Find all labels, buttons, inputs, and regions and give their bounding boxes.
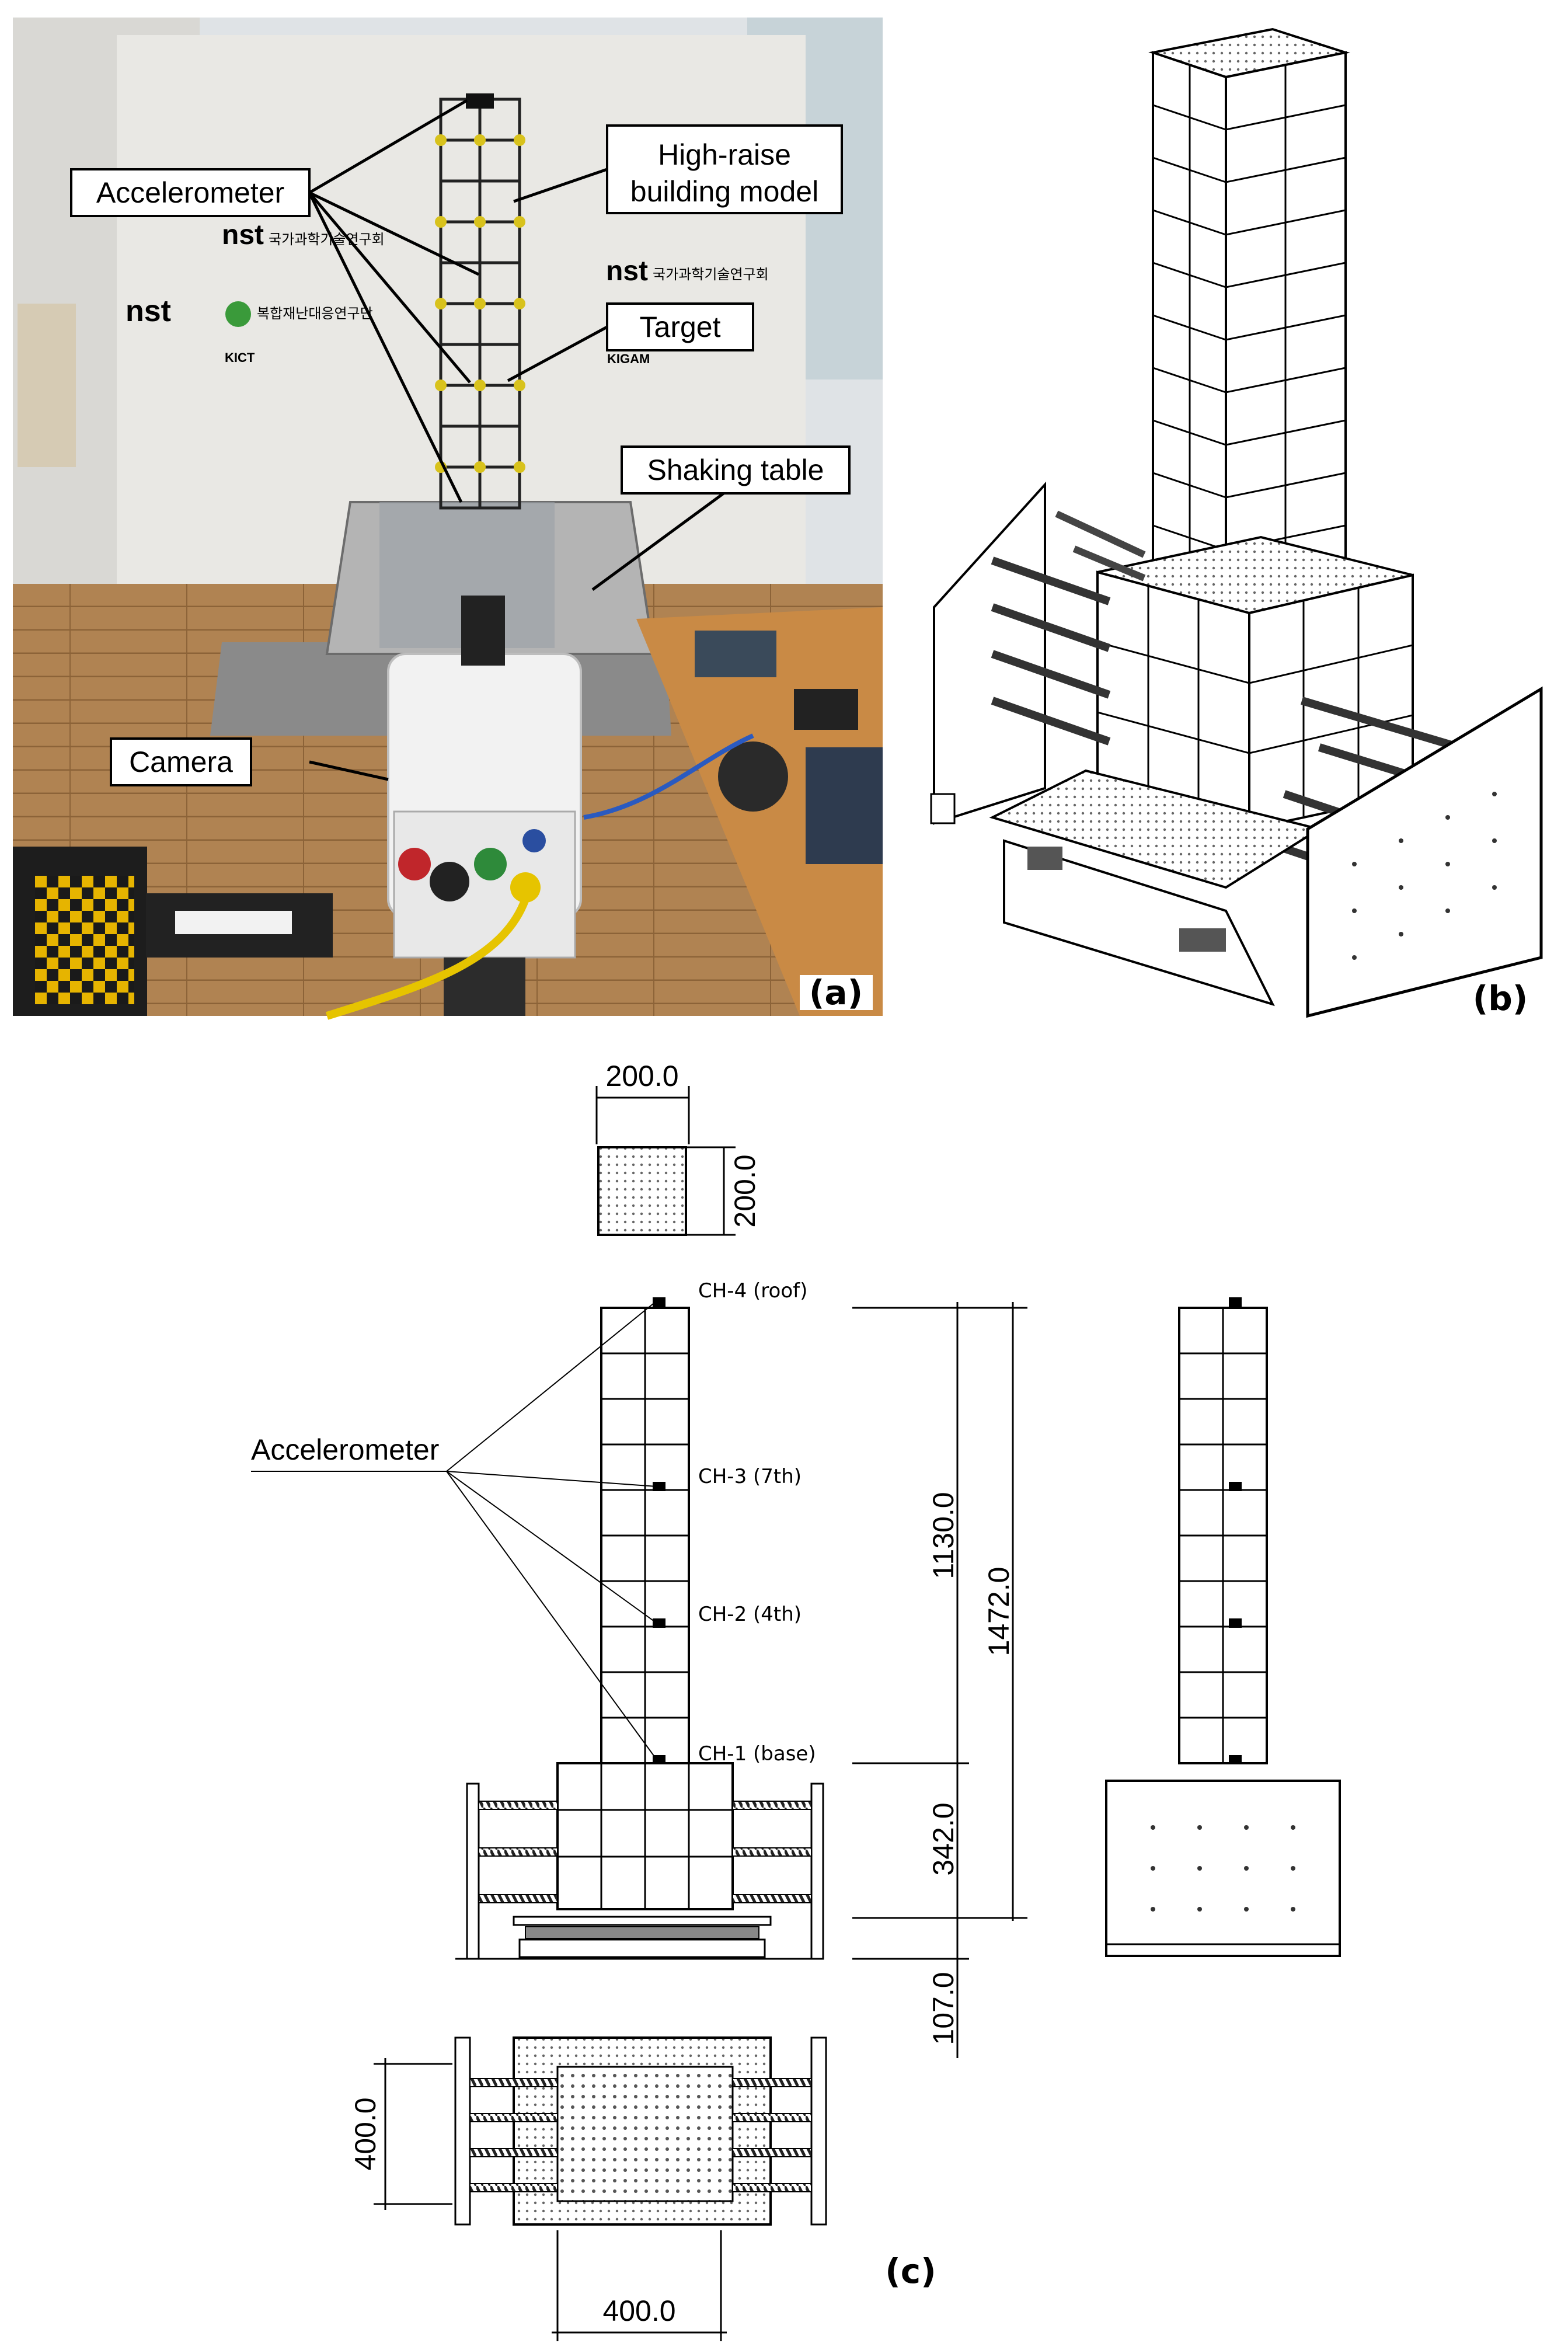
roof-accelerometer bbox=[466, 93, 494, 109]
table-electronics-1 bbox=[1027, 847, 1062, 870]
dim-plan-depth: 400.0 bbox=[349, 2097, 382, 2170]
callout-shaking-table: Shaking table bbox=[647, 454, 824, 486]
top-plan-square bbox=[597, 1146, 687, 1236]
dim-top-depth: 200.0 bbox=[729, 1154, 761, 1227]
ch3-label: CH-3 (7th) bbox=[698, 1465, 802, 1488]
camera-connector-black bbox=[430, 862, 469, 901]
banner-center-logo: nst bbox=[222, 220, 264, 250]
dim-upper-height: 1130.0 bbox=[927, 1492, 960, 1579]
panel-a-label-bg bbox=[800, 975, 873, 1010]
table-lower-frame bbox=[1003, 839, 1275, 1007]
plan-center-block bbox=[556, 2066, 734, 2202]
accelerometer-label-c: Accelerometer bbox=[251, 1433, 439, 1466]
tower-joints bbox=[435, 134, 525, 473]
panel-a-label: (a) bbox=[809, 973, 863, 1012]
banner-left-logo: nst bbox=[126, 294, 171, 328]
front-table-rail bbox=[525, 1926, 759, 1939]
callout-leader-lines bbox=[308, 99, 737, 781]
panel-c-label: (c) bbox=[885, 2251, 936, 2291]
right-frame-plate bbox=[1306, 686, 1543, 1018]
callout-box-accelerometer bbox=[70, 168, 311, 217]
front-table-plate bbox=[513, 1916, 772, 1926]
callout-model-line2: building model bbox=[630, 175, 818, 208]
callout-box-target bbox=[606, 302, 754, 351]
front-base-grid bbox=[557, 1763, 733, 1909]
dim-table-height: 107.0 bbox=[927, 1972, 960, 2045]
front-right-post bbox=[810, 1782, 824, 1960]
banner-group-name: 복합재난대응연구단 bbox=[257, 306, 373, 322]
side-base-dots bbox=[1151, 1825, 1295, 1912]
banner-group-emblem bbox=[225, 301, 251, 327]
ch2-label: CH-2 (4th) bbox=[698, 1603, 802, 1626]
banner-center-sub: 국가과학기술연구회 bbox=[269, 232, 385, 248]
plan-view: 400.0 400.0 bbox=[349, 2036, 827, 2341]
left-springs bbox=[991, 510, 1146, 746]
top-view-small: 200.0 200.0 bbox=[595, 1060, 761, 1236]
left-frame-plate bbox=[933, 481, 1046, 825]
front-left-post bbox=[466, 1782, 480, 1960]
ch1-label: CH-1 (base) bbox=[698, 1742, 816, 1766]
ch4-label: CH-4 (roof) bbox=[698, 1279, 807, 1303]
dim-plan-width: 400.0 bbox=[602, 2295, 675, 2327]
side-tower-floors bbox=[1179, 1308, 1267, 1763]
right-plate-holes bbox=[1352, 792, 1497, 960]
floor-device-label bbox=[175, 911, 292, 934]
plan-right-rail bbox=[810, 2036, 827, 2226]
callout-model-line1: High-raise bbox=[658, 138, 791, 171]
yellow-cable bbox=[325, 897, 529, 1020]
plan-springs bbox=[469, 2078, 812, 2192]
vertical-dimension-lines bbox=[852, 1302, 1027, 2058]
callout-box-shaking-table bbox=[621, 445, 851, 495]
camera-connector-blue bbox=[522, 829, 546, 852]
panel-a-photo: nst nst 국가과학기술연구회 복합재난대응연구단 KICT nst 국가과… bbox=[13, 18, 883, 1020]
equipment-box-1 bbox=[695, 631, 776, 677]
banner-right-sub: 국가과학기술연구회 bbox=[653, 267, 769, 283]
front-elevation: CH-4 (roof) CH-3 (7th) CH-2 (4th) CH-1 (… bbox=[251, 1279, 1027, 2058]
callout-accelerometer: Accelerometer bbox=[96, 176, 284, 209]
accelerometer-markers bbox=[653, 1297, 665, 1764]
plan-depth-dimension bbox=[374, 2058, 452, 2210]
left-cabinet bbox=[18, 304, 76, 467]
front-springs bbox=[478, 1801, 812, 1903]
panel-b-label: (b) bbox=[1473, 979, 1528, 1018]
side-accel-markers bbox=[1229, 1297, 1242, 1764]
checker-target bbox=[35, 876, 134, 1004]
callout-camera: Camera bbox=[129, 746, 233, 778]
accel-leader-lines bbox=[251, 1300, 657, 1760]
camera-mount bbox=[461, 596, 505, 666]
banner-kict: KICT bbox=[225, 350, 255, 365]
dim-base-height: 342.0 bbox=[927, 1802, 960, 1875]
left-frame-foot bbox=[930, 793, 956, 824]
dim-total-height: 1472.0 bbox=[982, 1567, 1015, 1656]
plan-width-dimension bbox=[552, 2230, 727, 2341]
front-tower-floors bbox=[601, 1308, 689, 1763]
camera-connector-yellow bbox=[510, 872, 541, 903]
camera-connector-green bbox=[474, 848, 507, 880]
side-elevation bbox=[1105, 1297, 1341, 1957]
side-base-block bbox=[1105, 1780, 1341, 1957]
camera-panel bbox=[393, 810, 576, 959]
desk-laptop bbox=[806, 747, 883, 864]
panel-b-isometric-drawing: (b) bbox=[930, 27, 1543, 1018]
callout-box-building-model bbox=[606, 124, 843, 214]
table-electronics-2 bbox=[1179, 928, 1226, 952]
callout-target: Target bbox=[640, 311, 721, 343]
banner-kigam: KIGAM bbox=[607, 351, 650, 366]
callout-box-camera bbox=[110, 737, 252, 786]
base-block-grid bbox=[1097, 586, 1413, 816]
banner-right-logo: nst bbox=[606, 256, 648, 287]
blue-cable bbox=[583, 733, 754, 820]
panel-c-drawings: 200.0 200.0 bbox=[251, 1060, 1341, 2341]
front-table-bottom bbox=[518, 1938, 766, 1958]
desk-camera-lens bbox=[718, 741, 788, 812]
camera-connector-red bbox=[398, 848, 431, 880]
dim-top-width: 200.0 bbox=[605, 1060, 678, 1092]
equipment-box-2 bbox=[794, 689, 858, 730]
plan-left-rail bbox=[454, 2036, 471, 2226]
